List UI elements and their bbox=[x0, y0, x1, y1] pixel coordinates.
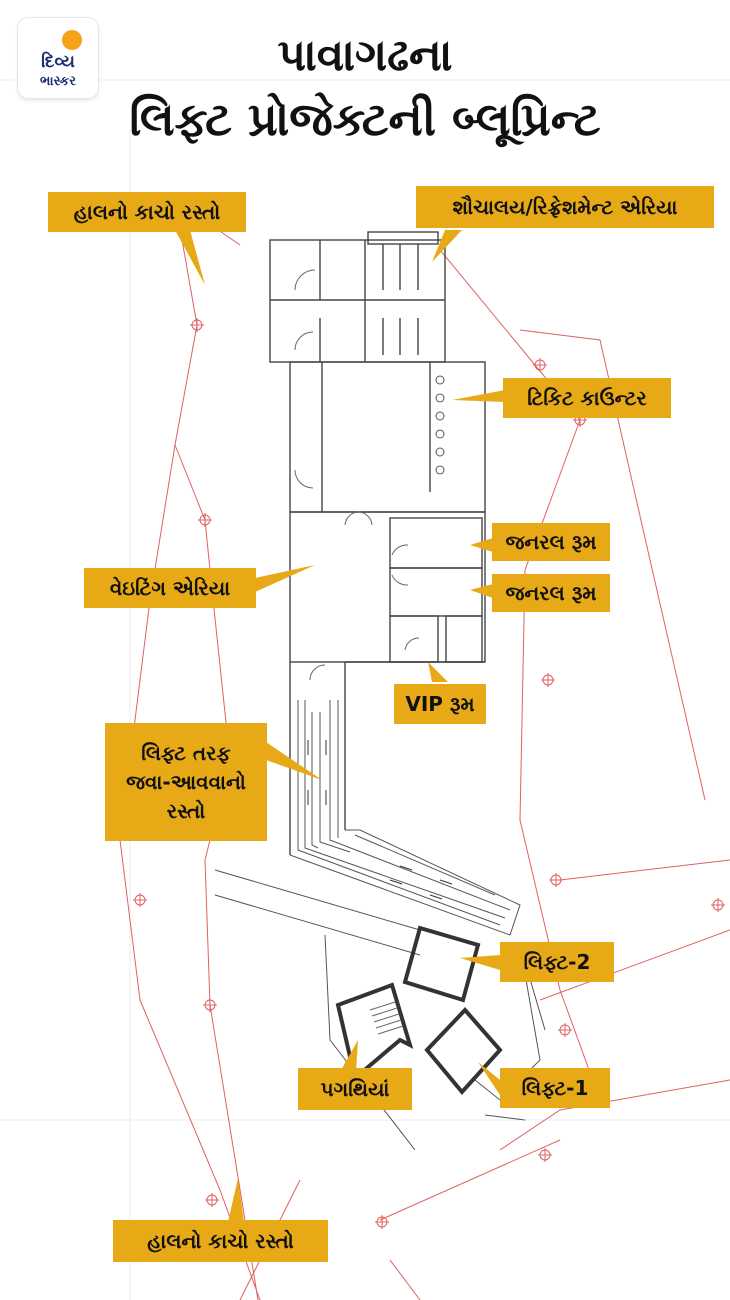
waiting-hall bbox=[289, 511, 486, 663]
label-general-room-1: જનરલ રૂમ bbox=[492, 523, 610, 561]
label-current-path-top: હાલનો કાચો રસ્તો bbox=[48, 192, 246, 232]
page-title-line-1: પાવાગઢના bbox=[277, 30, 453, 81]
ticket-counter-stools bbox=[435, 375, 445, 475]
label-stairs: પગથિયાં bbox=[298, 1068, 412, 1110]
background-grid bbox=[0, 79, 730, 1300]
toilet-small bbox=[445, 615, 483, 663]
ticket-hall bbox=[289, 361, 486, 513]
page-title-line-2: લિફ્ટ પ્રોજેક્ટની બ્લૂપ્રિન્ટ bbox=[129, 92, 601, 146]
door-swings bbox=[294, 269, 420, 681]
general-room-1 bbox=[389, 517, 483, 569]
label-current-path-bottom: હાલનો કાચો રસ્તો bbox=[113, 1220, 328, 1262]
queue-passage bbox=[289, 700, 521, 936]
label-ticket-counter: ટિકિટ કાઉન્ટર bbox=[503, 378, 671, 418]
label-lift-1: લિફ્ટ-1 bbox=[500, 1068, 610, 1108]
lift-1-shaft bbox=[424, 1007, 503, 1096]
label-waiting-area: વેઇટિંગ એરિયા bbox=[84, 568, 256, 608]
brand-line-2: ભાસ્કર bbox=[40, 74, 76, 89]
label-toilet-refreshment: શૌચાલય/રિફ્રેશમેન્ટ એરિયા bbox=[416, 186, 714, 228]
sun-icon bbox=[62, 30, 82, 50]
general-room-2 bbox=[389, 567, 483, 617]
building-walls bbox=[269, 231, 486, 855]
brand-logo: દિવ્ય ભાસ્કર bbox=[18, 18, 98, 98]
label-lift-path: લિફ્ટ તરફ જવા-આવવાનો રસ્તો bbox=[105, 723, 267, 841]
brand-line-1: દિવ્ય bbox=[41, 52, 75, 72]
label-vip-room: VIP રૂમ bbox=[394, 684, 486, 724]
label-lift-2: લિફ્ટ-2 bbox=[500, 942, 614, 982]
label-general-room-2: જનરલ રૂમ bbox=[492, 574, 610, 612]
lift-2-shaft bbox=[402, 925, 481, 1003]
stair-treads bbox=[369, 1001, 404, 1035]
